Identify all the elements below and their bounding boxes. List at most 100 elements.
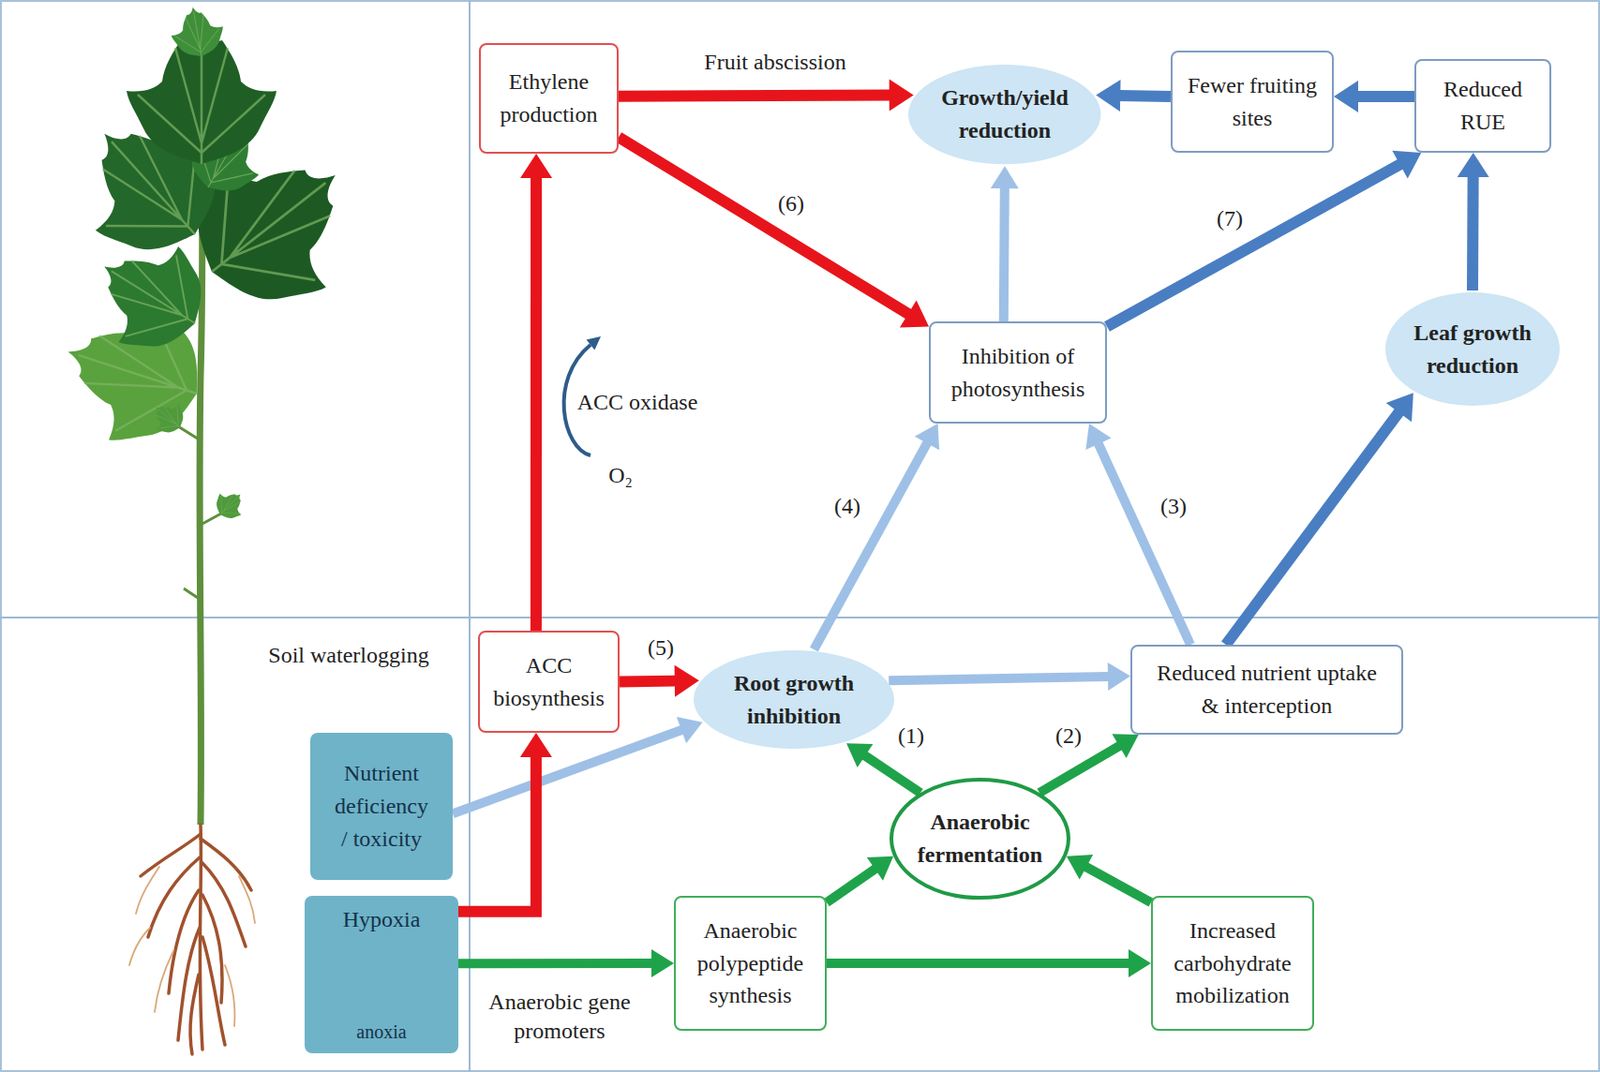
arrowhead <box>867 856 894 882</box>
node-text: Root growth inhibition <box>723 667 865 733</box>
connector-line <box>1106 164 1401 327</box>
arrow-connector <box>619 665 700 698</box>
plant-roots <box>140 824 252 1055</box>
text-block: Hypoxia anoxia <box>315 896 448 1054</box>
process-box: Anaerobic polypeptide synthesis <box>673 896 827 1032</box>
ellipse-outline <box>691 648 897 751</box>
connector-line <box>826 868 876 903</box>
callout-number: (6) <box>775 189 808 219</box>
callout-number: (1) <box>895 721 928 751</box>
text-block: Anaerobic fermentation <box>912 806 1048 872</box>
arrowhead <box>1085 423 1111 450</box>
arrow-connector <box>618 136 929 328</box>
text-block: Reduced RUE <box>1431 73 1535 139</box>
arrowhead <box>914 423 940 450</box>
ellipse-shape <box>693 650 895 749</box>
connector-line <box>530 177 542 631</box>
node-text: ACC biosynthesis <box>490 649 608 716</box>
arrow-connector <box>458 949 674 978</box>
arrowhead <box>1386 392 1414 422</box>
process-box: Inhibition of photosynthesis <box>928 321 1107 424</box>
node-text: Anaerobic polypeptide synthesis <box>689 914 812 1013</box>
connector-line <box>1357 90 1415 103</box>
arrowhead <box>651 949 674 978</box>
text-block: Anaerobic polypeptide synthesis <box>689 914 812 1013</box>
arrowhead <box>846 743 873 768</box>
node-text: Reduced RUE <box>1431 73 1535 139</box>
text-block: ACC biosynthesis <box>490 649 608 716</box>
node-text: Anaerobic fermentation <box>912 806 1048 872</box>
plant-twig <box>178 426 222 600</box>
arrow-connector <box>1066 854 1152 903</box>
text-block: Nutrient deficiency / toxicity <box>330 757 433 855</box>
node-text: Growth/yield reduction <box>934 81 1076 148</box>
connector-line <box>618 136 910 315</box>
arrowhead <box>1333 80 1359 113</box>
plant-bract <box>145 394 191 440</box>
connector-line <box>1098 443 1191 645</box>
arrowhead <box>520 153 553 179</box>
connector-line <box>1119 95 1171 97</box>
root-hairs <box>129 867 255 1027</box>
node-text: Hypoxia <box>343 903 421 937</box>
process-ellipse: Anaerobic fermentation <box>889 777 1071 900</box>
ellipse-shape <box>891 779 1069 898</box>
arrow-connector <box>826 856 894 904</box>
node-text: Reduced nutrient uptake & interception <box>1149 657 1386 723</box>
connector-line <box>618 95 891 97</box>
process-box: Fewer fruiting sites <box>1170 50 1334 153</box>
connector-line <box>1039 746 1121 793</box>
acc-oxidase-arrowhead <box>586 336 601 350</box>
plant-bract <box>209 483 252 525</box>
arrow-connector <box>826 949 1152 978</box>
arrow-connector <box>1095 79 1171 112</box>
plant-bud <box>166 2 227 61</box>
condition-label: Soil waterlogging <box>265 641 432 671</box>
arrow-connector <box>888 662 1131 691</box>
arrowhead <box>1391 150 1421 180</box>
condition-box: Nutrient deficiency / toxicity <box>310 732 453 881</box>
arrow-connector <box>813 423 940 650</box>
callout-number: (5) <box>644 633 677 663</box>
process-box: ACC biosynthesis <box>478 630 620 733</box>
edge-label: Anaerobic gene promoters <box>477 987 643 1047</box>
arrowhead <box>676 717 703 744</box>
text-block: Fewer fruiting sites <box>1181 69 1323 135</box>
process-box: Ethylene production <box>478 43 619 154</box>
node-text: anoxia <box>356 1018 406 1047</box>
enzyme-label: ACC oxidase <box>574 388 702 418</box>
connector-line <box>826 958 1130 969</box>
ellipse-outline <box>906 62 1103 166</box>
connector-line <box>458 756 537 913</box>
connector-line <box>864 755 921 793</box>
outcome-ellipse: Growth/yield reduction <box>906 62 1103 166</box>
text-block: Ethylene production <box>490 65 608 132</box>
connector-line <box>888 676 1109 681</box>
connector-line <box>813 442 928 650</box>
molecule-label: O₂ <box>605 461 636 491</box>
arrow-connector <box>1457 152 1490 291</box>
process-box: Increased carbohydrate mobilization <box>1151 896 1315 1032</box>
ellipse-shape <box>908 64 1101 165</box>
text-block: Root growth inhibition <box>723 667 865 733</box>
arrowhead <box>899 299 929 328</box>
ellipse-shape <box>1385 292 1560 406</box>
arrow-connector <box>1106 150 1421 328</box>
arrowhead <box>1128 949 1152 978</box>
connector-line <box>1085 867 1152 903</box>
arrowhead <box>1066 854 1093 880</box>
process-box: Reduced nutrient uptake & interception <box>1130 644 1404 735</box>
node-text: Inhibition of photosynthesis <box>941 340 1096 406</box>
arrow-connector <box>1333 80 1415 113</box>
ellipse-outline <box>1383 290 1562 408</box>
arrowhead <box>1457 152 1490 178</box>
node-text: Nutrient deficiency / toxicity <box>330 757 433 855</box>
text-block: Reduced nutrient uptake & interception <box>1149 657 1386 723</box>
outcome-ellipse: Leaf growth reduction <box>1383 290 1562 408</box>
text-block: Leaf growth reduction <box>1406 316 1539 383</box>
text-block: Growth/yield reduction <box>934 81 1076 148</box>
node-text: Fewer fruiting sites <box>1181 69 1323 135</box>
connector-line <box>1226 411 1400 645</box>
